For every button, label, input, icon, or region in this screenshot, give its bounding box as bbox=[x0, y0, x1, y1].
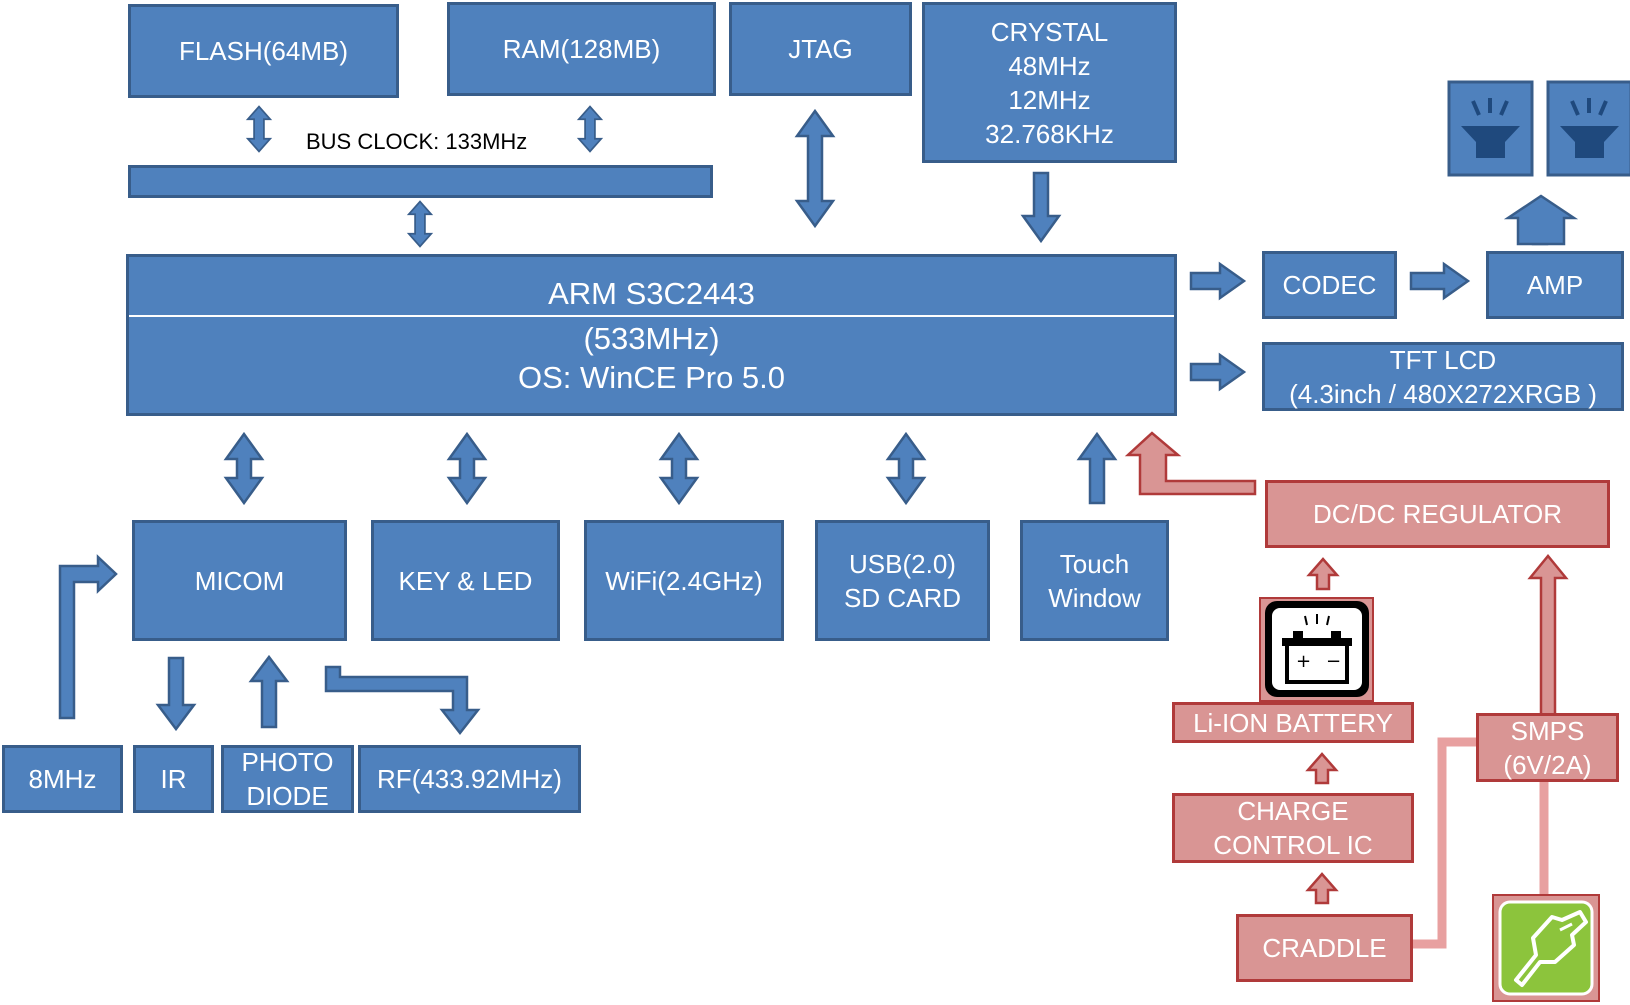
cpu-divider bbox=[129, 314, 1174, 317]
usb-sd-block: USB(2.0) SD CARD bbox=[815, 520, 990, 641]
speaker-icon bbox=[1546, 80, 1630, 177]
li-ion-battery-block: Li-ION BATTERY bbox=[1172, 702, 1414, 743]
ram-label: RAM(128MB) bbox=[502, 34, 661, 64]
ir-block: IR bbox=[133, 745, 214, 813]
craddle-smps-cable bbox=[1413, 737, 1476, 949]
power-plug-icon bbox=[1492, 894, 1600, 1002]
battery-dcdc-arrow bbox=[1306, 557, 1340, 591]
charge-control-label: CHARGE CONTROL IC bbox=[1213, 796, 1373, 860]
dcdc-cpu-arrow bbox=[1124, 431, 1257, 496]
photo-diode-block: PHOTO DIODE bbox=[221, 745, 354, 813]
cpu-os: OS: WinCE Pro 5.0 bbox=[517, 359, 786, 395]
cpu-key-arrow bbox=[446, 431, 488, 506]
li-ion-battery-label: Li-ION BATTERY bbox=[1193, 707, 1393, 738]
tft-lcd-label: TFT LCD (4.3inch / 480X272XRGB ) bbox=[1289, 344, 1597, 409]
ram-bus-arrow bbox=[576, 105, 604, 153]
cpu-block: ARM S3C2443 (533MHz) OS: WinCE Pro 5.0 bbox=[126, 254, 1177, 416]
micom-label: MICOM bbox=[194, 565, 285, 596]
cpu-name: ARM S3C2443 bbox=[548, 275, 755, 311]
wifi-block: WiFi(2.4GHz) bbox=[584, 520, 784, 641]
photo-micom-arrow bbox=[248, 654, 290, 729]
svg-text:+: + bbox=[1296, 651, 1311, 672]
tft-lcd-block: TFT LCD (4.3inch / 480X272XRGB ) bbox=[1262, 342, 1624, 411]
smps-dcdc-arrow bbox=[1527, 554, 1569, 717]
craddle-charge-arrow bbox=[1305, 872, 1339, 905]
charge-battery-arrow bbox=[1305, 752, 1339, 785]
amp-block: AMP bbox=[1486, 251, 1624, 319]
speaker-icon bbox=[1447, 80, 1534, 177]
osc-micom-arrow bbox=[58, 554, 118, 720]
micom-block: MICOM bbox=[132, 520, 347, 641]
ir-label: IR bbox=[160, 764, 187, 794]
cpu-codec-arrow bbox=[1189, 261, 1247, 301]
touch-window-block: Touch Window bbox=[1020, 520, 1169, 641]
charge-control-block: CHARGE CONTROL IC bbox=[1172, 793, 1414, 863]
photo-diode-label: PHOTO DIODE bbox=[241, 747, 334, 811]
key-led-block: KEY & LED bbox=[371, 520, 560, 641]
key-led-label: KEY & LED bbox=[398, 565, 533, 596]
micom-rf-arrow bbox=[324, 665, 481, 736]
amp-label: AMP bbox=[1526, 270, 1584, 300]
codec-amp-arrow bbox=[1409, 261, 1471, 301]
dcdc-regulator-label: DC/DC REGULATOR bbox=[1313, 499, 1562, 529]
craddle-label: CRADDLE bbox=[1262, 933, 1387, 963]
usb-sd-label: USB(2.0) SD CARD bbox=[843, 548, 961, 613]
jtag-label: JTAG bbox=[788, 34, 853, 64]
smps-block: SMPS (6V/2A) bbox=[1476, 713, 1619, 782]
wifi-label: WiFi(2.4GHz) bbox=[605, 565, 763, 596]
rf-block: RF(433.92MHz) bbox=[358, 745, 581, 813]
flash-block: FLASH(64MB) bbox=[128, 4, 399, 98]
codec-block: CODEC bbox=[1262, 251, 1397, 319]
codec-label: CODEC bbox=[1282, 270, 1377, 300]
bus-clock-label: BUS CLOCK: 133MHz bbox=[306, 129, 528, 154]
smps-label: SMPS (6V/2A) bbox=[1503, 715, 1592, 780]
cpu-usb-arrow bbox=[885, 431, 927, 506]
system-bus bbox=[128, 165, 713, 198]
crystal-cpu-arrow bbox=[1020, 171, 1062, 244]
crystal-block: CRYSTAL 48MHz 12MHz 32.768KHz bbox=[922, 2, 1177, 163]
jtag-block: JTAG bbox=[729, 2, 912, 96]
craddle-block: CRADDLE bbox=[1236, 914, 1413, 982]
cpu-tft-arrow bbox=[1189, 352, 1247, 392]
ram-block: RAM(128MB) bbox=[447, 2, 716, 96]
osc-8mhz-block: 8MHz bbox=[2, 745, 123, 813]
flash-bus-arrow bbox=[245, 105, 273, 153]
svg-text:−: − bbox=[1326, 651, 1341, 672]
touch-window-label: Touch Window bbox=[1048, 548, 1141, 613]
touch-cpu-arrow bbox=[1076, 431, 1118, 505]
bus-cpu-arrow bbox=[406, 200, 434, 248]
dcdc-regulator-block: DC/DC REGULATOR bbox=[1265, 480, 1610, 548]
cpu-wifi-arrow bbox=[658, 431, 700, 506]
crystal-label: CRYSTAL 48MHz 12MHz 32.768KHz bbox=[985, 16, 1114, 149]
micom-ir-arrow bbox=[155, 656, 197, 732]
cpu-micom-arrow bbox=[223, 431, 265, 506]
osc-8mhz-label: 8MHz bbox=[28, 764, 97, 794]
rf-label: RF(433.92MHz) bbox=[377, 764, 562, 794]
cpu-clock: (533MHz) bbox=[583, 320, 720, 356]
flash-label: FLASH(64MB) bbox=[178, 36, 349, 66]
jtag-cpu-arrow bbox=[794, 108, 836, 229]
battery-icon: + − bbox=[1259, 597, 1374, 702]
